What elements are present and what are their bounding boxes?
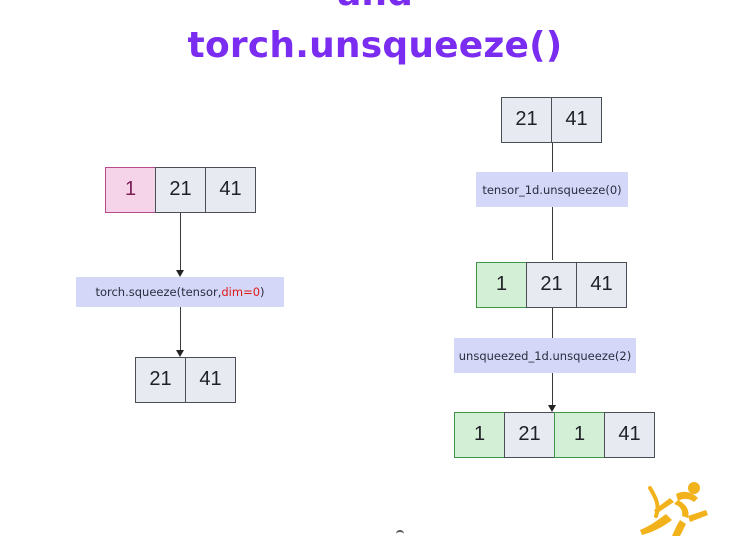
title-partial: and [0, 0, 750, 14]
tensor-cell-added-dim: 1 [476, 262, 527, 308]
operation-text-end: ) [260, 285, 265, 299]
tensor-cell-added-dim: 1 [554, 412, 605, 458]
tensor-cell: 41 [576, 262, 627, 308]
arrow-down-icon [176, 270, 184, 277]
operation-dim-highlight: dim=0 [221, 285, 261, 299]
runner-logo-icon [636, 480, 716, 536]
arrow-down-icon [548, 405, 556, 412]
tensor-cell: 41 [185, 357, 236, 403]
arrow-down-icon [176, 350, 184, 357]
tensor-cell: 21 [155, 167, 206, 213]
flow-line [552, 207, 553, 260]
unsqueeze-operation-2-label: unsqueezed_1d.unsqueeze(2) [454, 338, 636, 373]
tensor-cell: 21 [504, 412, 555, 458]
tensor-cell: 21 [526, 262, 577, 308]
tensor-cell: 21 [501, 97, 552, 143]
tensor-cell: 41 [604, 412, 655, 458]
tensor-cell: 41 [205, 167, 256, 213]
flow-line [552, 143, 553, 172]
decorative-mark [396, 530, 404, 538]
page-title: torch.unsqueeze() [187, 25, 563, 66]
flow-line [180, 307, 181, 351]
tensor-cell-removed-dim: 1 [105, 167, 156, 213]
flow-line [552, 308, 553, 338]
tensor-cell-added-dim: 1 [454, 412, 505, 458]
flow-line [180, 213, 181, 271]
flow-line [552, 373, 553, 406]
tensor-cell: 41 [551, 97, 602, 143]
operation-text: torch.squeeze(tensor, [95, 285, 222, 299]
tensor-cell: 21 [135, 357, 186, 403]
squeeze-operation-label: torch.squeeze(tensor, dim=0) [76, 277, 284, 307]
unsqueeze-operation-1-label: tensor_1d.unsqueeze(0) [476, 172, 628, 207]
